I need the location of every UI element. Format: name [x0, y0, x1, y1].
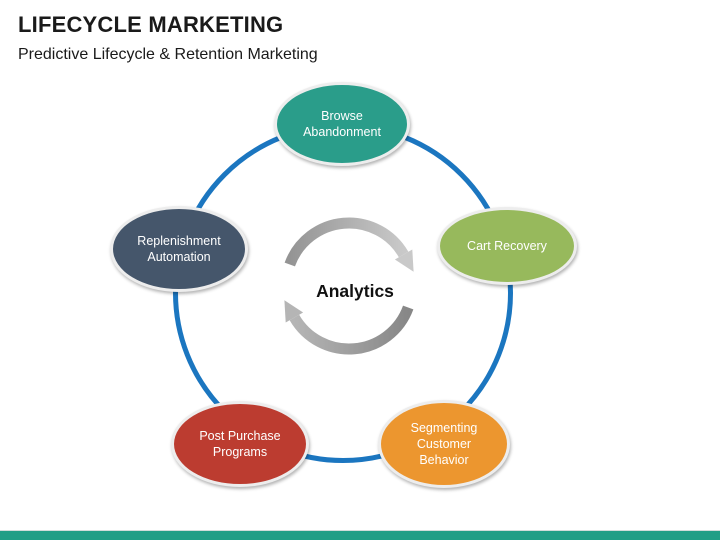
node-label: Replenishment Automation: [137, 233, 221, 264]
node-post-purchase-programs: Post Purchase Programs: [171, 401, 309, 487]
node-label: Browse Abandonment: [303, 108, 381, 139]
node-cart-recovery: Cart Recovery: [437, 207, 577, 285]
page-subtitle: Predictive Lifecycle & Retention Marketi…: [18, 46, 318, 63]
node-label: Post Purchase Programs: [199, 428, 281, 459]
footer-accent-bar: [0, 530, 720, 540]
node-label: Cart Recovery: [467, 238, 547, 253]
node-segmenting-customer-behavior: Segmenting Customer Behavior: [378, 400, 510, 488]
page-title: LIFECYCLE MARKETING: [18, 12, 284, 37]
node-replenishment-automation: Replenishment Automation: [110, 206, 248, 292]
cycle-arrows-icon: [284, 217, 414, 355]
node-browse-abandonment: Browse Abandonment: [274, 82, 410, 166]
analytics-label: Analytics: [316, 281, 394, 301]
node-label: Segmenting Customer Behavior: [410, 420, 478, 468]
